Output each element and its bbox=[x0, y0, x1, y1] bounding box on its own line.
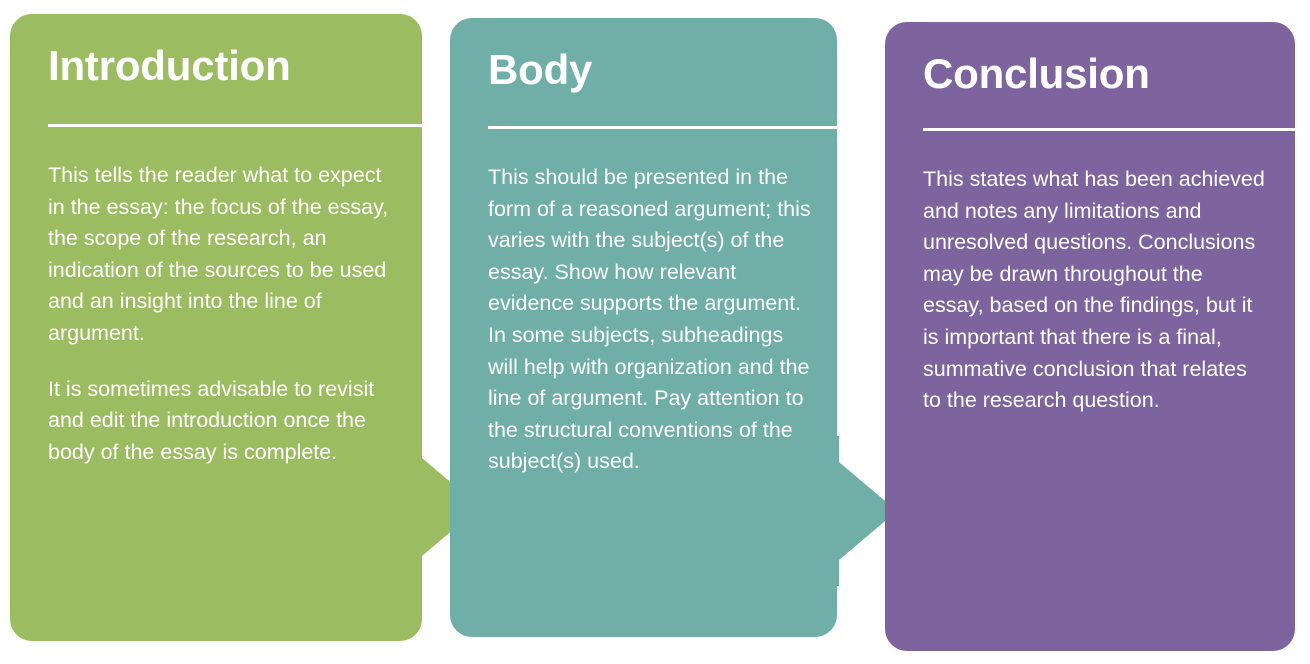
stage-card-introduction-content: Introduction This tells the reader what … bbox=[10, 14, 422, 641]
stage-title-divider bbox=[488, 126, 837, 129]
stage-body-body: This should be presented in the form of … bbox=[488, 162, 811, 478]
stage-title-body: Body bbox=[488, 46, 593, 93]
stage-card-conclusion: Conclusion This states what has been ach… bbox=[885, 22, 1295, 651]
stage-body-introduction: This tells the reader what to expect in … bbox=[48, 160, 396, 468]
stage-title-divider bbox=[923, 128, 1295, 131]
stage-paragraph: This should be presented in the form of … bbox=[488, 165, 811, 474]
stage-title-introduction: Introduction bbox=[48, 42, 291, 89]
stage-title-conclusion: Conclusion bbox=[923, 50, 1150, 97]
arrow-right-icon-introduction-to-body bbox=[414, 432, 488, 582]
stage-card-body: Body This should be presented in the for… bbox=[450, 18, 837, 637]
stage-body-conclusion: This states what has been achieved and n… bbox=[923, 164, 1269, 417]
stage-paragraph: It is sometimes advisable to revisit and… bbox=[48, 376, 375, 464]
stage-card-conclusion-content: Conclusion This states what has been ach… bbox=[885, 22, 1295, 651]
arrow-right-icon-body-to-conclusion bbox=[831, 436, 905, 586]
stage-card-introduction: Introduction This tells the reader what … bbox=[10, 14, 422, 641]
stage-card-body-content: Body This should be presented in the for… bbox=[450, 18, 837, 637]
stage-title-divider bbox=[48, 124, 422, 127]
stage-paragraph: This states what has been achieved and n… bbox=[923, 167, 1265, 413]
stage-paragraph: This tells the reader what to expect in … bbox=[48, 163, 389, 345]
